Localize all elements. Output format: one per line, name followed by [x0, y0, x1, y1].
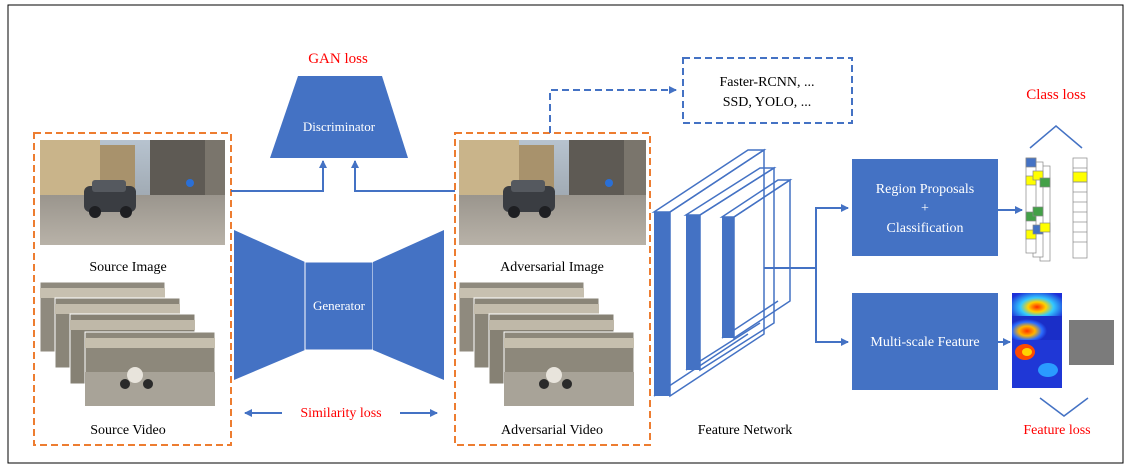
similarity-loss-label: Similarity loss	[300, 406, 381, 421]
region-proposals-plus: +	[921, 201, 929, 216]
gan-loss-label: GAN loss	[308, 51, 368, 67]
source-video-frames	[39, 281, 216, 407]
detectors-line2: SSD, YOLO, ...	[723, 95, 812, 110]
multiscale-feature-block	[852, 293, 998, 390]
generator-block	[234, 230, 444, 380]
generator-label: Generator	[313, 298, 366, 313]
to-multiscale-arrow	[815, 268, 849, 346]
discriminator-block	[270, 76, 408, 158]
outer-frame	[7, 4, 1124, 464]
detectors-line1: Faster-RCNN, ...	[720, 75, 815, 90]
source-video-label: Source Video	[90, 423, 166, 438]
source-group-frame	[33, 132, 232, 446]
feature-network-label: Feature Network	[698, 423, 792, 438]
region-proposals-line2: Classification	[887, 221, 964, 236]
class-vectors	[1025, 157, 1088, 262]
detectors-box	[682, 57, 853, 124]
adversarial-image-photo	[459, 140, 646, 245]
class-loss-label: Class loss	[1026, 87, 1086, 103]
to-detectors-dashed-arrow	[549, 86, 677, 133]
source-image-label: Source Image	[89, 260, 166, 275]
multiscale-feature-label: Multi-scale Feature	[870, 335, 979, 350]
region-proposals-line1: Region Proposals	[876, 182, 974, 197]
adversarial-group-frame	[454, 132, 651, 446]
feature-loss-bracket	[1039, 397, 1089, 417]
adversarial-video-label: Adversarial Video	[501, 423, 603, 438]
to-region-arrow	[815, 204, 849, 268]
adversarial-video-frames	[458, 281, 635, 407]
feature-loss-label: Feature loss	[1023, 423, 1090, 438]
source-to-discriminator-arrow	[231, 160, 327, 192]
feature-network	[651, 148, 793, 398]
feature-heatmaps	[1012, 293, 1062, 388]
adversarial-to-discriminator-arrow	[351, 160, 455, 192]
noise-patch	[1069, 320, 1114, 365]
source-image-photo	[40, 140, 225, 245]
region-proposals-block	[852, 159, 998, 256]
discriminator-label: Discriminator	[303, 119, 376, 134]
adversarial-image-label: Adversarial Image	[500, 260, 604, 275]
class-loss-bracket	[1029, 125, 1083, 149]
